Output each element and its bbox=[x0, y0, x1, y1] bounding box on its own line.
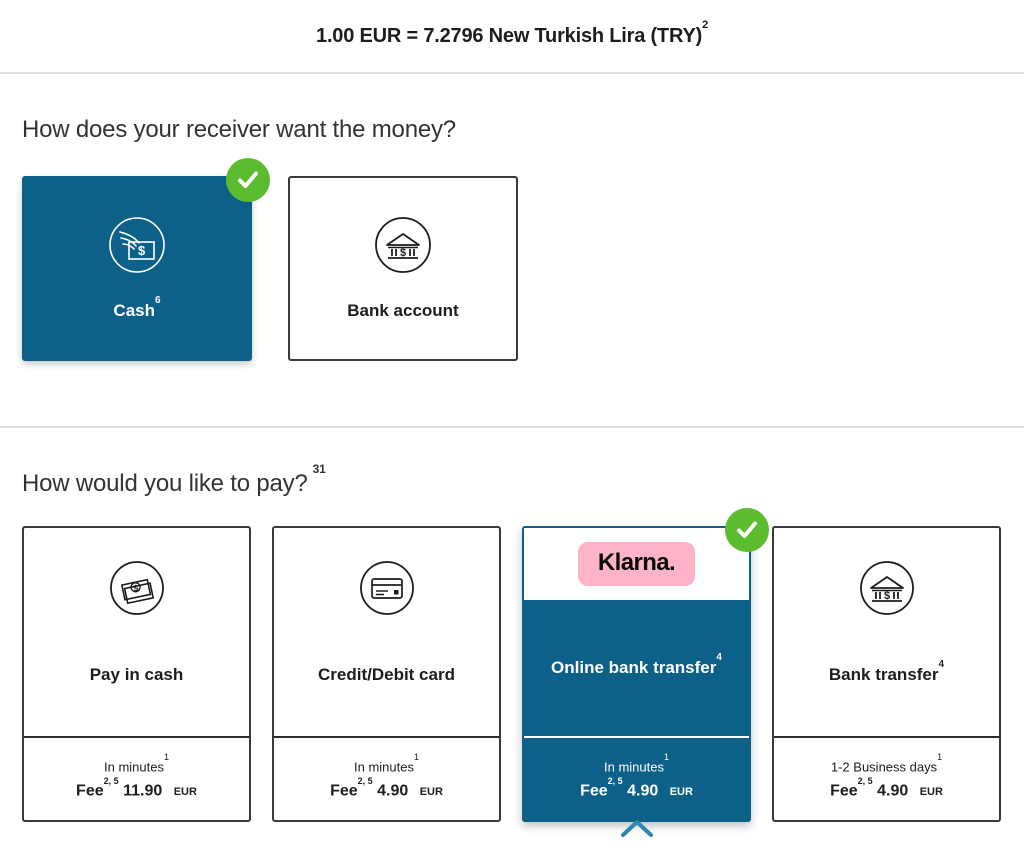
receiver-method-section: How does your receiver want the money? $ bbox=[0, 74, 1024, 426]
credit-debit-card-fee-amount: 4.90 bbox=[377, 782, 409, 800]
receiver-section-title: How does your receiver want the money? bbox=[22, 116, 456, 143]
payment-option-credit-debit-card[interactable]: Credit/Debit card In minutes1 Fee2, 5 4.… bbox=[272, 526, 501, 822]
check-icon bbox=[737, 521, 757, 538]
online-bank-transfer-fee-footnote: 2, 5 bbox=[607, 775, 623, 786]
payment-option-pay-in-cash[interactable]: $ Pay in cash In minutes1 Fee2, 5 11.90 … bbox=[22, 526, 251, 822]
payment-option-credit-debit-card-footer: In minutes1 Fee2, 5 4.90 EUR bbox=[274, 736, 499, 820]
credit-debit-card-fee-footnote: 2, 5 bbox=[357, 775, 373, 786]
online-bank-transfer-fee-label: Fee bbox=[580, 782, 608, 800]
bank-transfer-fee-label: Fee bbox=[830, 782, 858, 800]
bank-transfer-speed: 1-2 Business days1 bbox=[830, 752, 942, 774]
klarna-logo: Klarna. bbox=[577, 542, 696, 586]
pay-in-cash-speed: In minutes1 bbox=[104, 752, 169, 774]
online-bank-transfer-footnote: 4 bbox=[716, 651, 722, 663]
online-bank-transfer-speed: In minutes1 bbox=[604, 752, 669, 774]
bank-building-icon: $ bbox=[374, 216, 432, 279]
credit-debit-card-speed: In minutes1 bbox=[354, 752, 419, 774]
cash-in-hand-icon: $ bbox=[108, 216, 166, 279]
payment-option-online-bank-transfer-label: Online bank transfer4 bbox=[551, 652, 722, 678]
online-bank-transfer-speed-footnote: 1 bbox=[663, 752, 669, 763]
payment-section-title-text: How would you like to pay? bbox=[22, 470, 308, 497]
exchange-rate-bar: 1.00 EUR = 7.2796 New Turkish Lira (TRY)… bbox=[0, 0, 1024, 72]
svg-text:$: $ bbox=[400, 247, 406, 259]
online-bank-transfer-speed-text: In minutes bbox=[604, 759, 664, 774]
online-bank-transfer-fee-amount: 4.90 bbox=[627, 782, 659, 800]
credit-debit-card-speed-footnote: 1 bbox=[413, 752, 419, 763]
svg-text:$: $ bbox=[883, 590, 889, 602]
payment-section-title-footnote: 31 bbox=[312, 462, 326, 476]
receiver-option-bank-account-label: Bank account bbox=[347, 301, 458, 321]
pay-in-cash-fee-currency: EUR bbox=[173, 786, 197, 799]
pay-in-cash-speed-footnote: 1 bbox=[163, 752, 169, 763]
bank-transfer-speed-footnote: 1 bbox=[937, 752, 943, 763]
receiver-option-cash-label: Cash6 bbox=[113, 295, 160, 321]
klarna-brand-header: Klarna. bbox=[524, 528, 749, 600]
payment-option-online-bank-transfer[interactable]: Klarna. Online bank transfer4 In minutes… bbox=[522, 508, 769, 837]
payment-option-pay-in-cash-footer: In minutes1 Fee2, 5 11.90 EUR bbox=[24, 736, 249, 820]
bank-transfer-label-text: Bank transfer bbox=[828, 665, 939, 684]
online-bank-transfer-fee: Fee2, 5 4.90 EUR bbox=[580, 776, 693, 800]
pay-in-cash-fee: Fee2, 5 11.90 EUR bbox=[76, 776, 197, 800]
pay-in-cash-label-text: Pay in cash bbox=[89, 665, 184, 684]
pay-in-cash-speed-text: In minutes bbox=[104, 759, 164, 774]
payment-option-pay-in-cash-label: Pay in cash bbox=[90, 665, 184, 685]
receiver-option-cash[interactable]: $ Cash6 bbox=[22, 158, 270, 361]
pay-in-cash-fee-amount: 11.90 bbox=[123, 782, 163, 800]
bank-transfer-fee-footnote: 2, 5 bbox=[857, 775, 873, 786]
bank-transfer-fee-amount: 4.90 bbox=[877, 782, 909, 800]
cash-label-text: Cash bbox=[113, 301, 155, 320]
credit-debit-card-speed-text: In minutes bbox=[354, 759, 414, 774]
credit-card-icon bbox=[359, 560, 415, 621]
bank-transfer-footnote: 4 bbox=[938, 658, 945, 670]
credit-debit-card-fee-label: Fee bbox=[330, 782, 358, 800]
receiver-options-row: $ Cash6 bbox=[20, 158, 1004, 361]
payment-options-row: $ Pay in cash In minutes1 Fee2, 5 11.90 … bbox=[20, 508, 1004, 837]
selected-check-badge bbox=[725, 508, 769, 552]
exchange-rate-text: 1.00 EUR = 7.2796 New Turkish Lira (TRY)… bbox=[316, 19, 708, 48]
credit-debit-card-fee: Fee2, 5 4.90 EUR bbox=[330, 776, 443, 800]
cash-footnote: 6 bbox=[155, 295, 161, 307]
payment-option-credit-debit-card-label: Credit/Debit card bbox=[318, 665, 455, 685]
expand-collapse-chevron-up-icon[interactable] bbox=[615, 815, 659, 844]
payment-option-bank-transfer[interactable]: $ Bank transfer4 1-2 Business days1 Fee2… bbox=[772, 526, 1001, 822]
divider-middle bbox=[0, 426, 1024, 428]
payment-method-section: How would you like to pay? 31 $ bbox=[0, 428, 1024, 853]
payment-section-title: How would you like to pay? 31 bbox=[20, 428, 1004, 498]
check-icon bbox=[238, 171, 258, 188]
banknotes-icon: $ bbox=[109, 560, 165, 621]
payment-option-bank-transfer-footer: 1-2 Business days1 Fee2, 5 4.90 EUR bbox=[774, 736, 999, 820]
exchange-rate-value: 1.00 EUR = 7.2796 New Turkish Lira (TRY) bbox=[316, 24, 703, 47]
receiver-option-bank-account[interactable]: $ Bank account bbox=[288, 176, 518, 361]
payment-option-online-bank-transfer-footer: In minutes1 Fee2, 5 4.90 EUR bbox=[524, 736, 749, 820]
bank-transfer-fee: Fee2, 5 4.90 EUR bbox=[830, 776, 943, 800]
bank-account-label-text: Bank account bbox=[347, 301, 459, 320]
credit-debit-card-fee-currency: EUR bbox=[419, 786, 443, 799]
online-bank-transfer-label-text: Online bank transfer bbox=[551, 658, 717, 677]
selected-check-badge bbox=[226, 158, 270, 202]
bank-transfer-fee-currency: EUR bbox=[919, 786, 943, 799]
svg-text:$: $ bbox=[138, 243, 146, 258]
exchange-rate-footnote: 2 bbox=[702, 18, 708, 31]
svg-text:$: $ bbox=[132, 583, 139, 594]
bank-building-icon: $ bbox=[859, 560, 915, 621]
pay-in-cash-fee-label: Fee bbox=[76, 782, 104, 800]
pay-in-cash-fee-footnote: 2, 5 bbox=[103, 775, 119, 786]
payment-option-bank-transfer-label: Bank transfer4 bbox=[828, 659, 944, 685]
credit-debit-card-label-text: Credit/Debit card bbox=[318, 665, 455, 684]
bank-transfer-speed-text: 1-2 Business days bbox=[830, 759, 938, 774]
divider-top bbox=[0, 72, 1024, 74]
online-bank-transfer-fee-currency: EUR bbox=[669, 786, 693, 799]
